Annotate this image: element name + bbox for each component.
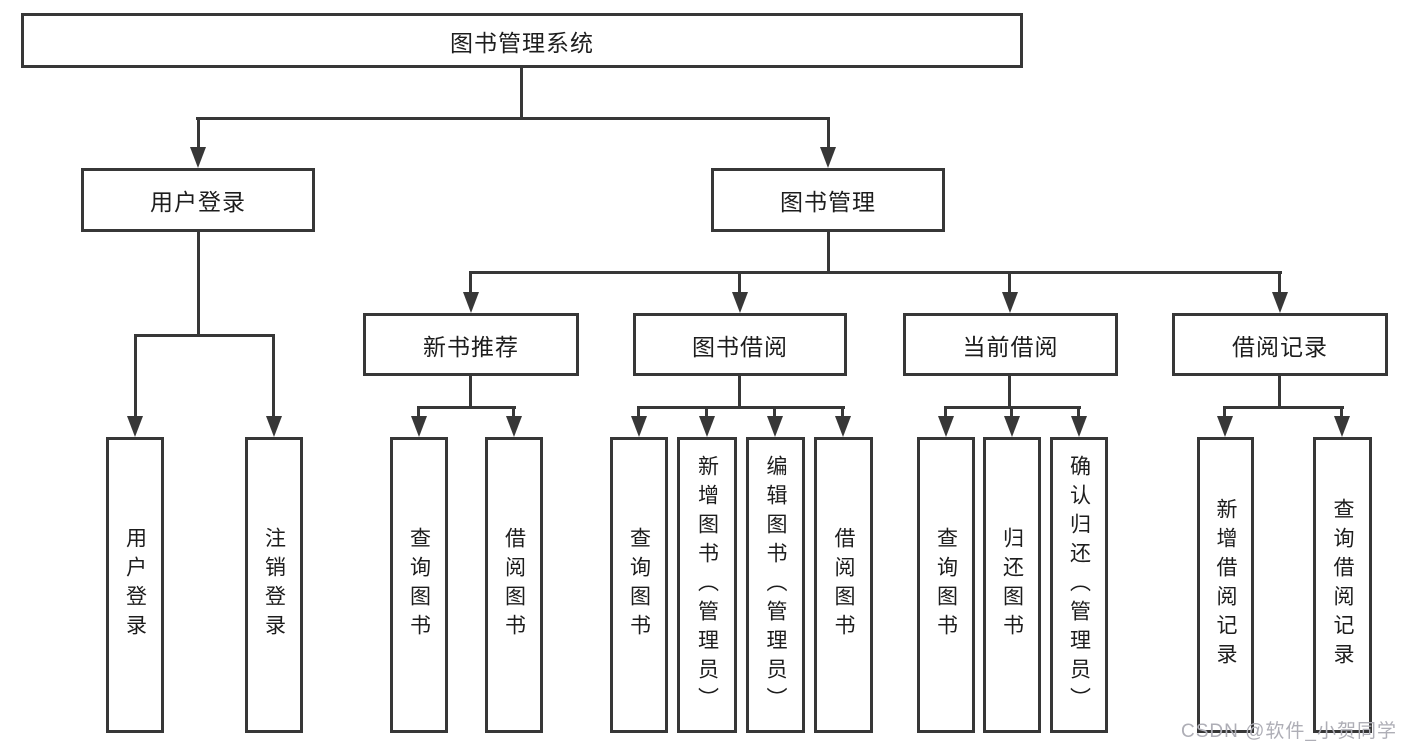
arrow-down-icon bbox=[463, 292, 479, 313]
connector-line bbox=[1278, 271, 1281, 295]
connector-line bbox=[469, 271, 472, 295]
arrow-down-icon bbox=[1071, 416, 1087, 437]
arrow-down-icon bbox=[506, 416, 522, 437]
arrow-down-icon bbox=[266, 416, 282, 437]
connector-line bbox=[1223, 406, 1226, 420]
connector-line bbox=[1010, 406, 1013, 420]
connector-line bbox=[196, 117, 830, 120]
node-book-management: 图书管理 bbox=[711, 168, 945, 232]
arrow-down-icon bbox=[938, 416, 954, 437]
leaf-borrow-books: 借阅图书 bbox=[814, 437, 873, 733]
leaf-query-books-current: 查询图书 bbox=[917, 437, 975, 733]
connector-line bbox=[1340, 406, 1343, 420]
node-library-management-system: 图书管理系统 bbox=[21, 13, 1023, 68]
connector-line bbox=[705, 406, 708, 420]
connector-line bbox=[637, 406, 845, 409]
arrow-down-icon bbox=[1272, 292, 1288, 313]
leaf-add-borrow-record: 新增借阅记录 bbox=[1197, 437, 1254, 733]
node-borrowing-records: 借阅记录 bbox=[1172, 313, 1388, 376]
arrow-down-icon bbox=[1334, 416, 1350, 437]
connector-line bbox=[827, 117, 830, 149]
arrow-down-icon bbox=[835, 416, 851, 437]
connector-line bbox=[637, 406, 640, 420]
leaf-logout: 注销登录 bbox=[245, 437, 303, 733]
leaf-add-books-admin: 新增图书（管理员） bbox=[677, 437, 737, 733]
node-book-borrowing: 图书借阅 bbox=[633, 313, 847, 376]
connector-line bbox=[197, 117, 200, 149]
leaf-query-borrow-record: 查询借阅记录 bbox=[1313, 437, 1372, 733]
connector-line bbox=[417, 406, 516, 409]
connector-line bbox=[1077, 406, 1080, 420]
connector-line bbox=[134, 334, 137, 419]
node-new-book-recommendation: 新书推荐 bbox=[363, 313, 579, 376]
connector-line bbox=[417, 406, 420, 420]
connector-line bbox=[1278, 376, 1281, 409]
leaf-user-login: 用户登录 bbox=[106, 437, 164, 733]
arrow-down-icon bbox=[732, 292, 748, 313]
connector-line bbox=[197, 232, 200, 337]
connector-line bbox=[738, 271, 741, 295]
arrow-down-icon bbox=[1004, 416, 1020, 437]
node-user-login: 用户登录 bbox=[81, 168, 315, 232]
arrow-down-icon bbox=[699, 416, 715, 437]
connector-line bbox=[738, 376, 741, 409]
leaf-borrow-books-recommend: 借阅图书 bbox=[485, 437, 543, 733]
connector-line bbox=[1223, 406, 1344, 409]
connector-line bbox=[1008, 376, 1011, 409]
connector-line bbox=[827, 232, 830, 274]
connector-line bbox=[512, 406, 515, 420]
leaf-query-books-borrowing: 查询图书 bbox=[610, 437, 668, 733]
arrow-down-icon bbox=[190, 147, 206, 168]
connector-line bbox=[841, 406, 844, 420]
arrow-down-icon bbox=[767, 416, 783, 437]
connector-line bbox=[469, 271, 1282, 274]
node-current-borrowing: 当前借阅 bbox=[903, 313, 1118, 376]
leaf-query-books-recommend: 查询图书 bbox=[390, 437, 448, 733]
arrow-down-icon bbox=[1217, 416, 1233, 437]
connector-line bbox=[520, 68, 523, 119]
connector-line bbox=[944, 406, 947, 420]
arrow-down-icon bbox=[1002, 292, 1018, 313]
leaf-return-books: 归还图书 bbox=[983, 437, 1041, 733]
leaf-edit-books-admin: 编辑图书（管理员） bbox=[746, 437, 805, 733]
leaf-confirm-return-admin: 确认归还（管理员） bbox=[1050, 437, 1108, 733]
watermark: CSDN @软件_小贺同学 bbox=[1181, 721, 1397, 742]
arrow-down-icon bbox=[127, 416, 143, 437]
arrow-down-icon bbox=[820, 147, 836, 168]
connector-line bbox=[469, 376, 472, 409]
arrow-down-icon bbox=[411, 416, 427, 437]
connector-line bbox=[773, 406, 776, 420]
arrow-down-icon bbox=[631, 416, 647, 437]
connector-line bbox=[272, 334, 275, 419]
connector-line bbox=[134, 334, 275, 337]
connector-line bbox=[1008, 271, 1011, 295]
